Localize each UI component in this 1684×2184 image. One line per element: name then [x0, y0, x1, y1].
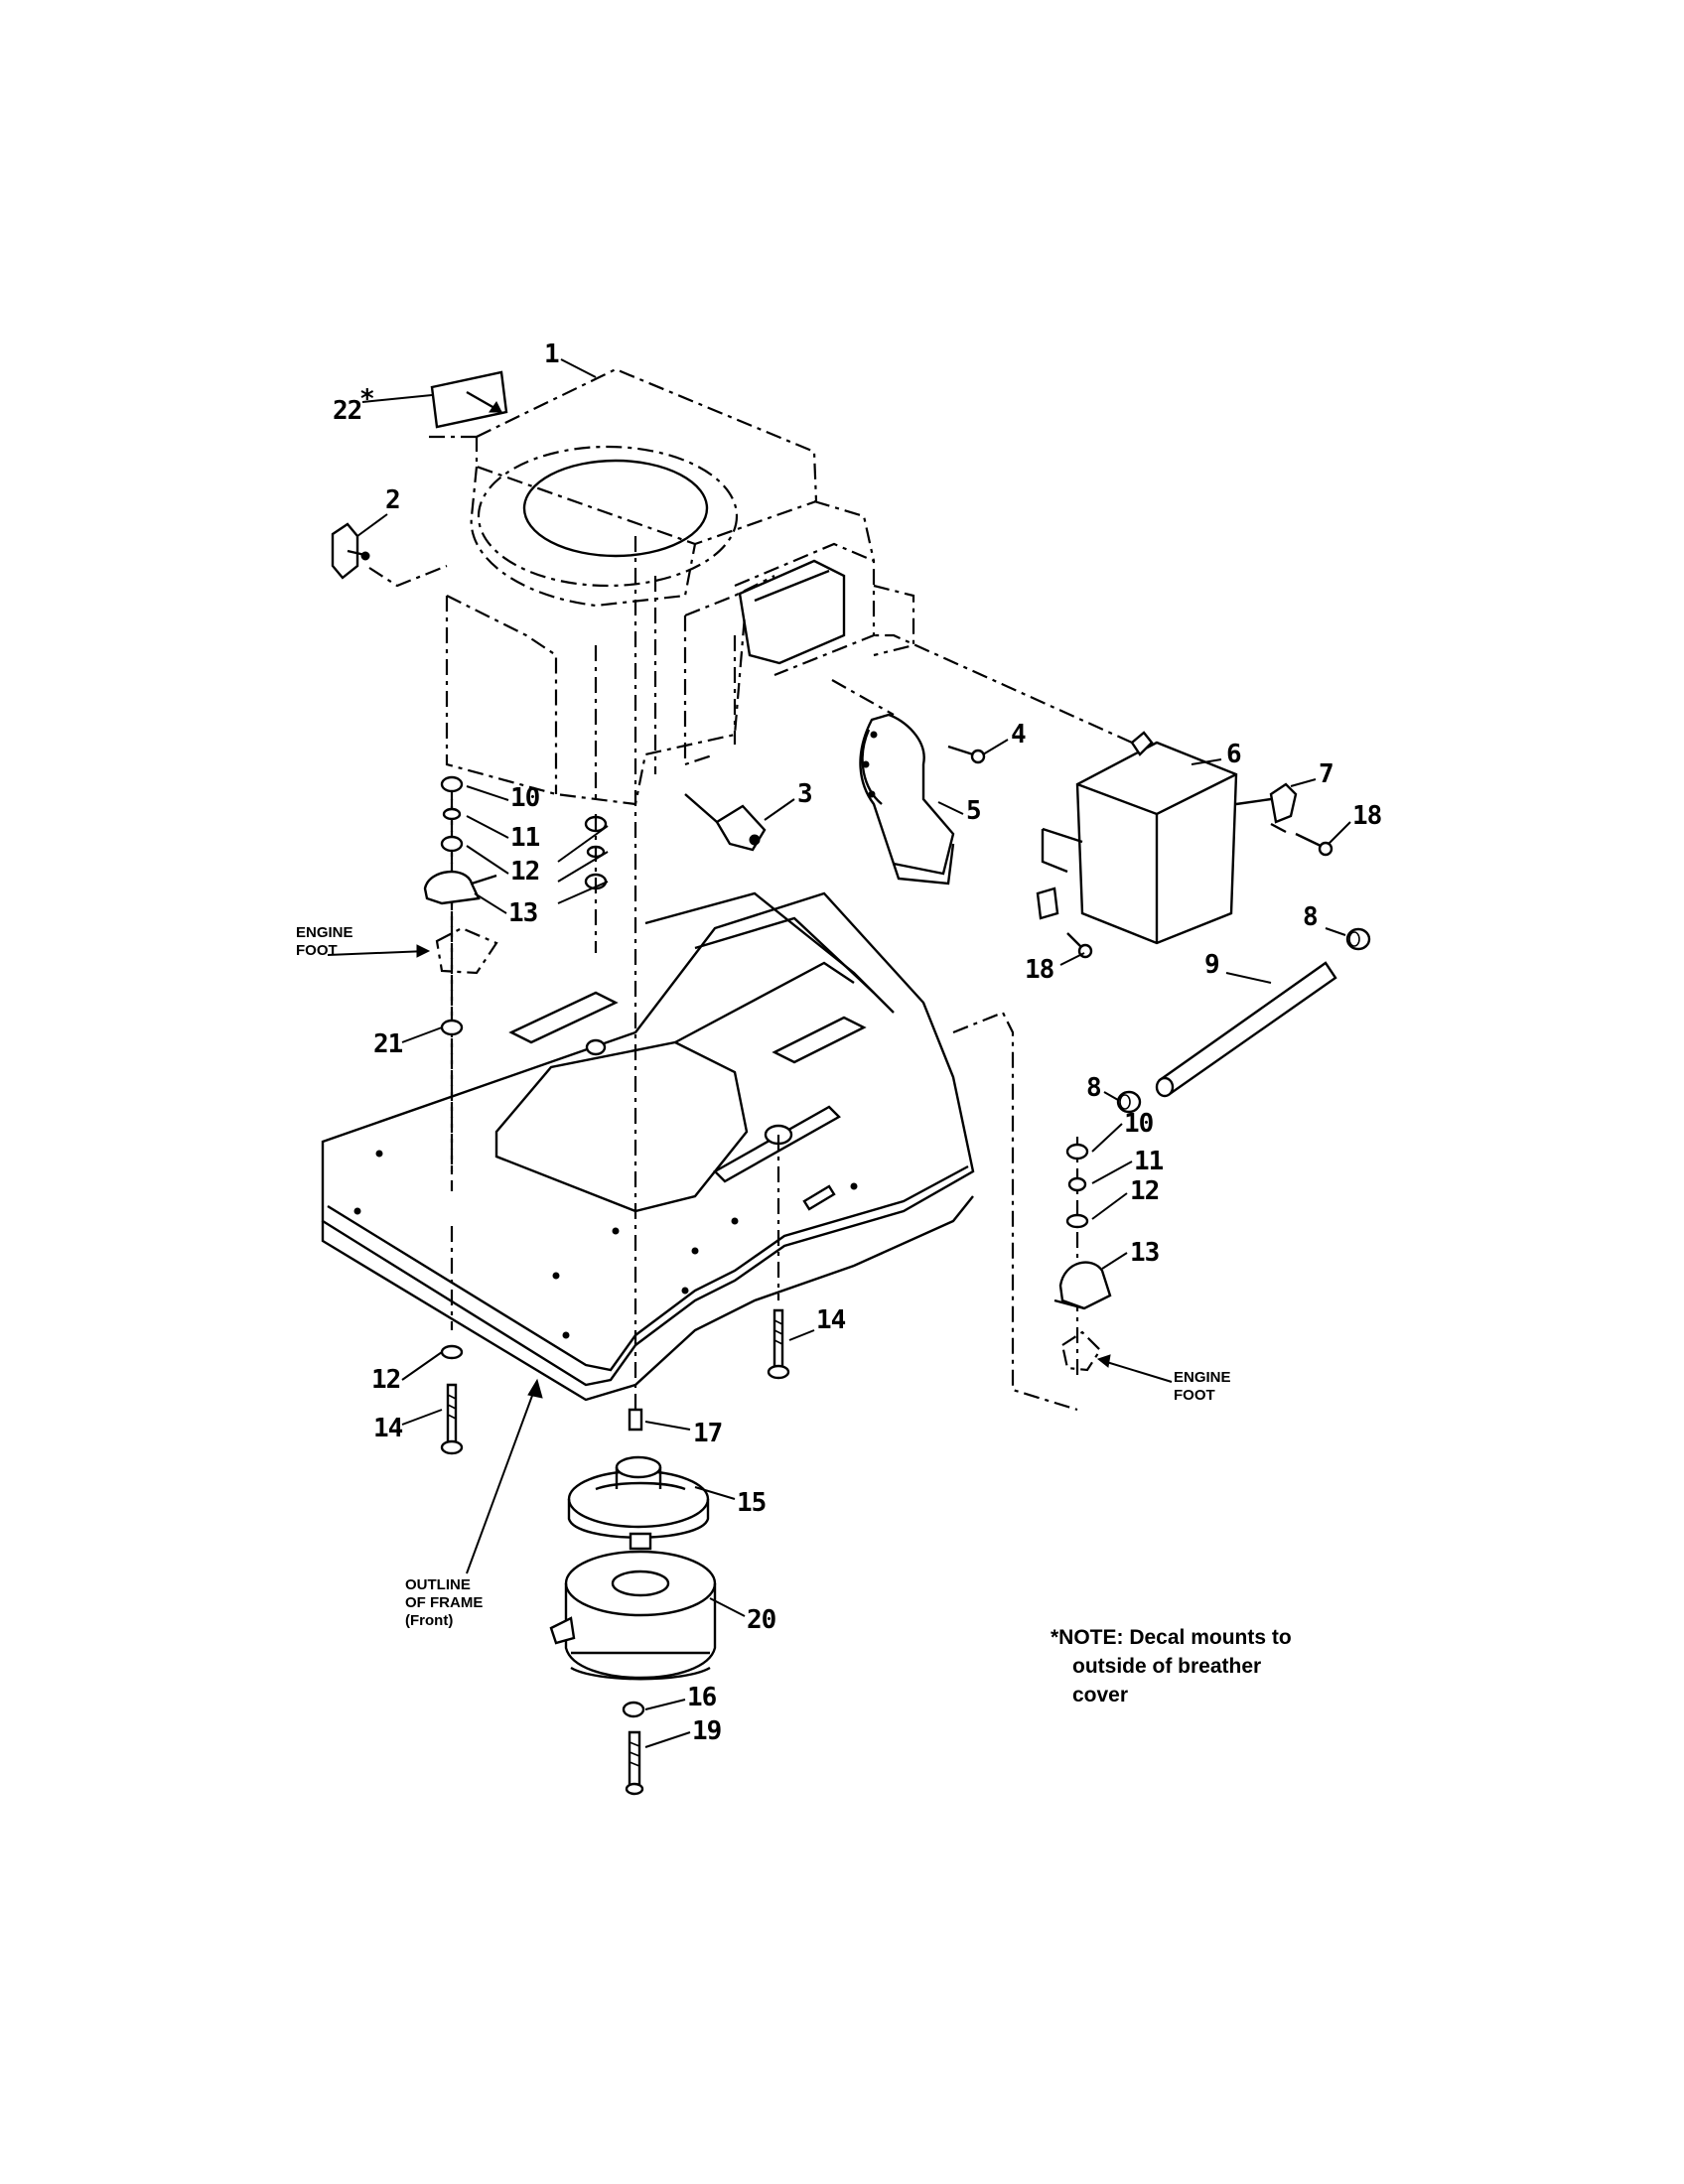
- callout-8-lower: 8: [1086, 1073, 1101, 1103]
- left-mount-hardware: [423, 775, 608, 1171]
- callout-numbers: 1 22 * 2 3 4 5 6 7 18 18 8 8 9 10 11 12 …: [333, 340, 1383, 1746]
- engine-foot-right-line2: FOOT: [1174, 1387, 1215, 1404]
- outline-of-frame-label: OUTLINE OF FRAME (Front): [405, 1576, 483, 1629]
- engine-outline: [427, 367, 915, 1420]
- switch-part-3: [684, 793, 767, 852]
- callout-3: 3: [797, 779, 812, 809]
- callout-12-right: 12: [1130, 1176, 1159, 1206]
- callout-19: 19: [692, 1716, 721, 1746]
- callout-12-left: 12: [510, 857, 539, 887]
- callout-15: 15: [737, 1488, 766, 1518]
- frame: [321, 891, 1078, 1412]
- callout-16: 16: [687, 1683, 717, 1712]
- callout-2: 2: [385, 485, 400, 515]
- callout-9: 9: [1204, 950, 1219, 980]
- baffle-part-5: [831, 679, 955, 886]
- screw-part-18-lower: [1066, 932, 1093, 959]
- callout-17: 17: [693, 1419, 722, 1448]
- engine-foot-left-line1: ENGINE: [296, 924, 353, 941]
- outline-line3: (Front): [405, 1612, 453, 1629]
- clamp-part-7: [1235, 782, 1298, 834]
- outline-line1: OUTLINE: [405, 1576, 471, 1593]
- engine-foot-label-left: ENGINE FOOT: [296, 924, 353, 959]
- callout-5: 5: [966, 796, 981, 826]
- outline-line2: OF FRAME: [405, 1594, 483, 1611]
- key-part-17: [628, 1408, 643, 1432]
- callout-13-left: 13: [508, 898, 537, 928]
- engine-foot-right-line1: ENGINE: [1174, 1369, 1231, 1386]
- clutch-part-20: [549, 1532, 717, 1681]
- pulley-part-15: [567, 1455, 710, 1539]
- right-mount-hardware: [1053, 1137, 1112, 1380]
- decal-part-22: [430, 370, 508, 429]
- callout-6: 6: [1226, 740, 1241, 769]
- bolt-part-14-left: [440, 1344, 464, 1455]
- decal-note: *NOTE: Decal mounts to outside of breath…: [1051, 1626, 1292, 1706]
- callout-10-left: 10: [510, 783, 540, 813]
- callout-20: 20: [747, 1605, 776, 1635]
- callout-11-right: 11: [1134, 1147, 1164, 1176]
- callout-1: 1: [544, 340, 559, 369]
- engine-foot-left-line2: FOOT: [296, 942, 338, 959]
- callout-10-right: 10: [1124, 1109, 1154, 1139]
- callout-21: 21: [373, 1029, 403, 1059]
- hose-clamp-part-8-upper: [1345, 927, 1371, 951]
- leader-lines: [327, 358, 1351, 1748]
- clip-part-2: [331, 522, 448, 588]
- callout-8-upper: 8: [1303, 902, 1318, 932]
- callout-4: 4: [1011, 720, 1026, 750]
- bolt-part-19: [625, 1730, 644, 1796]
- hose-part-9: [1155, 961, 1337, 1098]
- callout-14-left: 14: [373, 1414, 403, 1443]
- callout-22-asterisk: *: [359, 384, 374, 414]
- callout-18-lower: 18: [1025, 955, 1054, 985]
- note-line3: cover: [1072, 1684, 1128, 1706]
- bolt-part-14-center: [767, 1308, 790, 1380]
- callout-7: 7: [1319, 759, 1333, 789]
- callout-13-right: 13: [1130, 1238, 1159, 1268]
- callout-14-center: 14: [816, 1305, 846, 1335]
- screw-part-18-upper: [1295, 832, 1333, 857]
- callout-18-upper: 18: [1352, 801, 1382, 831]
- engine-foot-label-right: ENGINE FOOT: [1174, 1369, 1231, 1404]
- screw-part-4: [947, 745, 986, 764]
- muffler-part-6: [874, 633, 1238, 945]
- note-line2: outside of breather: [1072, 1655, 1261, 1678]
- callout-12-lower-left: 12: [371, 1365, 400, 1395]
- note-line1: *NOTE: Decal mounts to: [1051, 1626, 1292, 1649]
- washer-part-16: [622, 1701, 645, 1718]
- callout-11-left: 11: [510, 823, 540, 853]
- hose-clamp-part-8-lower: [1116, 1090, 1142, 1114]
- callout-22: 22: [333, 396, 361, 426]
